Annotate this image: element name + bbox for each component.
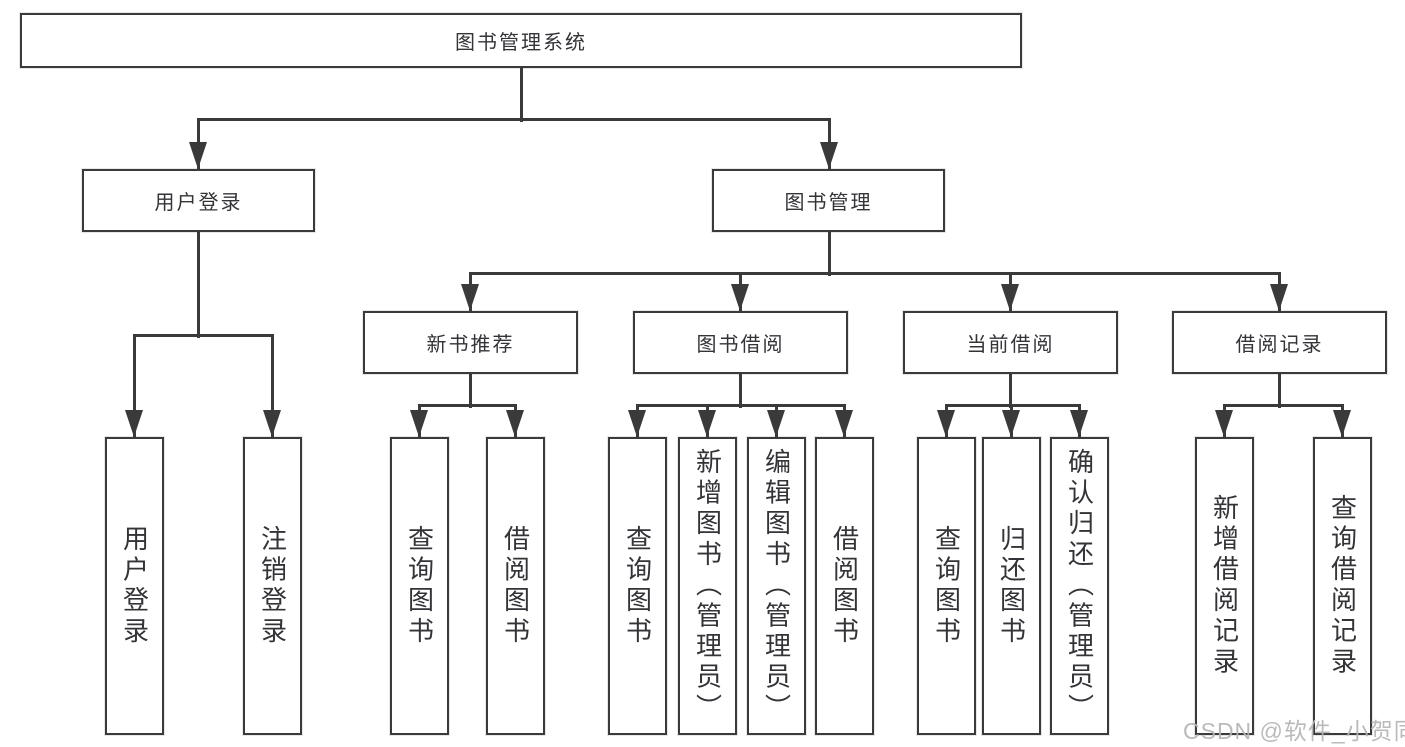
node-current-borrowing-label: 当前借阅 (966, 334, 1055, 356)
leaf-nb-borrow-books: 借阅图书 (486, 437, 545, 735)
leaf-cb-query-books-label: 查询图书 (931, 524, 962, 648)
leaf-bb-add-books-admin: 新增图书（管理员） (678, 437, 737, 735)
connector-line (196, 117, 831, 121)
leaf-bb-borrow-books-label: 借阅图书 (829, 524, 860, 648)
connector-line (270, 333, 274, 437)
connector-line (944, 403, 1081, 407)
leaf-bb-add-books-admin-label: 新增图书（管理员） (692, 447, 723, 725)
arrow-down-icon (263, 410, 281, 437)
node-borrowing-records: 借阅记录 (1172, 311, 1387, 374)
arrow-down-icon (820, 142, 838, 169)
node-user-login: 用户登录 (82, 169, 315, 232)
arrow-down-icon (1002, 410, 1020, 437)
arrow-down-icon (1070, 410, 1088, 437)
connector-line (738, 374, 742, 408)
node-current-borrowing: 当前借阅 (903, 311, 1118, 374)
node-book-management: 图书管理 (712, 169, 945, 232)
node-user-login-label: 用户登录 (154, 192, 243, 214)
watermark: CSDN @软件_小贺同学 (1183, 718, 1405, 744)
leaf-cb-confirm-return-admin-label: 确认归还（管理员） (1064, 447, 1095, 725)
leaf-bb-query-books: 查询图书 (608, 437, 667, 735)
leaf-bb-borrow-books: 借阅图书 (815, 437, 874, 735)
connector-line (417, 403, 517, 407)
node-borrowing-records-label: 借阅记录 (1235, 334, 1324, 356)
leaf-br-query-borrow-record: 查询借阅记录 (1313, 437, 1372, 735)
connector-line (519, 66, 523, 122)
leaf-br-add-borrow-record-label: 新增借阅记录 (1209, 493, 1240, 679)
arrow-down-icon (937, 410, 955, 437)
arrow-down-icon (506, 410, 524, 437)
arrow-down-icon (1270, 284, 1288, 311)
leaf-br-add-borrow-record: 新增借阅记录 (1195, 437, 1254, 735)
node-book-borrowing-label: 图书借阅 (696, 334, 785, 356)
arrow-down-icon (125, 410, 143, 437)
leaf-bb-edit-books-admin-label: 编辑图书（管理员） (761, 447, 792, 725)
arrow-down-icon (1215, 410, 1233, 437)
leaf-nb-query-books: 查询图书 (390, 437, 449, 735)
leaf-logout-label: 注销登录 (257, 524, 288, 648)
leaf-cb-query-books: 查询图书 (917, 437, 976, 735)
leaf-cb-confirm-return-admin: 确认归还（管理员） (1050, 437, 1109, 735)
node-root: 图书管理系统 (20, 13, 1022, 68)
leaf-nb-query-books-label: 查询图书 (404, 524, 435, 648)
connector-line (132, 333, 274, 337)
connector-line (468, 374, 472, 408)
node-new-book-recommend: 新书推荐 (363, 311, 578, 374)
connector-line (196, 232, 200, 338)
leaf-logout: 注销登录 (243, 437, 302, 735)
connector-line (827, 232, 831, 276)
leaf-br-query-borrow-record-label: 查询借阅记录 (1327, 493, 1358, 679)
node-new-book-recommend-label: 新书推荐 (426, 334, 515, 356)
leaf-bb-edit-books-admin: 编辑图书（管理员） (747, 437, 806, 735)
arrow-down-icon (767, 410, 785, 437)
connector-line (1222, 403, 1344, 407)
leaf-cb-return-books-label: 归还图书 (996, 524, 1027, 648)
arrow-down-icon (731, 284, 749, 311)
arrow-down-icon (1001, 284, 1019, 311)
arrow-down-icon (461, 284, 479, 311)
leaf-bb-query-books-label: 查询图书 (622, 524, 653, 648)
leaf-user-login: 用户登录 (105, 437, 164, 735)
arrow-down-icon (628, 410, 646, 437)
connector-line (635, 403, 846, 407)
node-book-borrowing: 图书借阅 (633, 311, 848, 374)
arrow-down-icon (410, 410, 428, 437)
arrow-down-icon (698, 410, 716, 437)
arrow-down-icon (1333, 410, 1351, 437)
connector-line (1008, 374, 1012, 408)
node-book-management-label: 图书管理 (784, 192, 873, 214)
node-root-label: 图书管理系统 (455, 32, 587, 54)
connector-line (132, 333, 136, 437)
leaf-user-login-label: 用户登录 (119, 524, 150, 648)
arrow-down-icon (835, 410, 853, 437)
arrow-down-icon (189, 142, 207, 169)
leaf-nb-borrow-books-label: 借阅图书 (500, 524, 531, 648)
connector-line (1277, 374, 1281, 408)
connector-line (468, 271, 1281, 275)
leaf-cb-return-books: 归还图书 (982, 437, 1041, 735)
